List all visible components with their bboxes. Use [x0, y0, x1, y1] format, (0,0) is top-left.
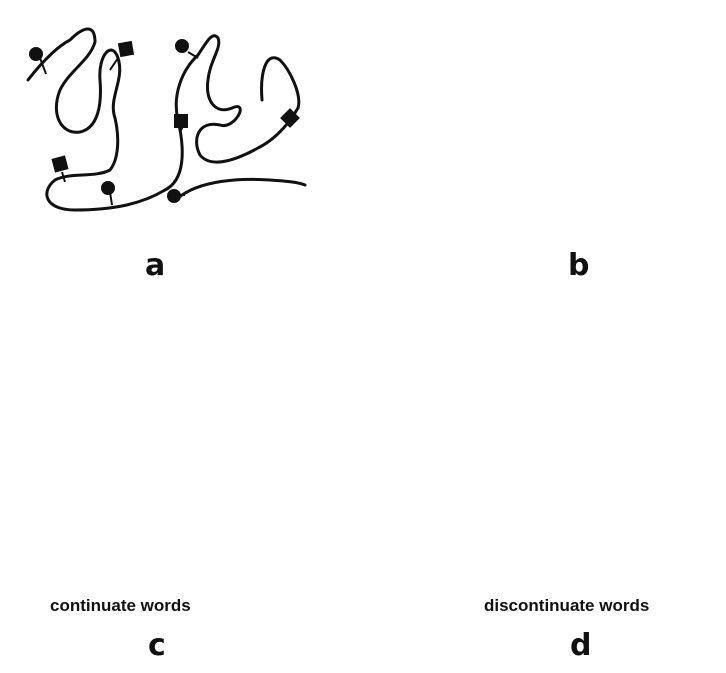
panel-label-a: a	[145, 248, 165, 283]
caption-discontinuate: discontinuate words	[484, 596, 649, 616]
panel-a-protein-chain	[28, 29, 305, 210]
panel-label-b: b	[568, 248, 589, 283]
panel-label-d: d	[570, 628, 591, 663]
caption-continuate: continuate words	[50, 596, 191, 616]
panel-label-c: c	[148, 628, 166, 663]
